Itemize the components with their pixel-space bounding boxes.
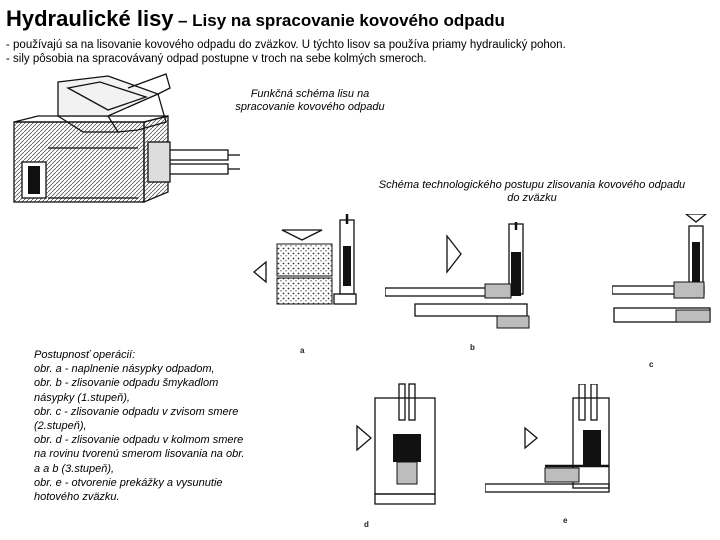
caption-press-scheme: Funkčná schéma lisu na spracovanie kovov… xyxy=(235,88,385,113)
figure-label-a: a xyxy=(300,346,305,355)
intro-bullets: - používajú sa na lisovanie kovového odp… xyxy=(6,38,566,66)
figure-a-diagram xyxy=(252,214,357,305)
bullet-2: - sily pôsobia na spracovávaný odpad pos… xyxy=(6,53,427,65)
figure-d-diagram xyxy=(356,383,436,505)
caption-tech-scheme: Schéma technologického postupu zlisovani… xyxy=(378,179,686,204)
figure-label-d: d xyxy=(364,520,369,529)
operation-b: obr. b - zlisovanie odpadu šmykadlom nás… xyxy=(34,377,219,404)
operation-c: obr. c - zlisovanie odpadu v zvisom smer… xyxy=(34,405,239,433)
figure-c-diagram xyxy=(612,214,711,323)
operations-list: Postupnosť operácií: obr. a - naplnenie … xyxy=(34,348,249,504)
figure-label-b: b xyxy=(470,343,475,352)
title-subtitle: – Lisy na spracovanie kovového odpadu xyxy=(178,11,505,30)
title-main: Hydraulické lisy xyxy=(6,6,174,31)
operation-d: obr. d - zlisovanie odpadu v kolmom smer… xyxy=(34,434,245,475)
figure-e-diagram xyxy=(485,384,610,493)
figure-label-c: c xyxy=(649,360,654,369)
operations-heading: Postupnosť operácií: xyxy=(34,349,136,361)
operation-a: obr. a - naplnenie násypky odpadom, xyxy=(34,363,215,376)
press-illustration xyxy=(13,73,240,203)
figure-b-diagram xyxy=(385,222,530,329)
page-title: Hydraulické lisy – Lisy na spracovanie k… xyxy=(6,6,505,32)
operation-e: obr. e - otvorenie prekážky a vysunutie … xyxy=(34,476,223,504)
bullet-1: - používajú sa na lisovanie kovového odp… xyxy=(6,39,566,51)
figure-label-e: e xyxy=(563,516,568,525)
